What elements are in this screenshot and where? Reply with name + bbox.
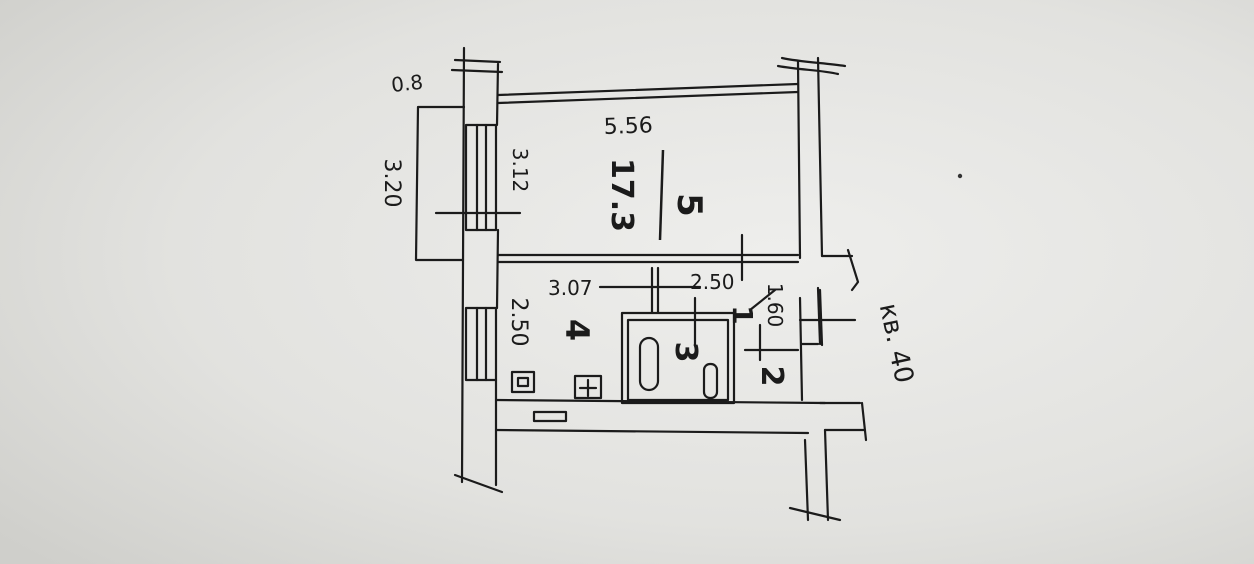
label-room-window-dim: 3.12 — [508, 148, 532, 193]
kitchen-bottom-wall — [494, 398, 827, 435]
window-kitchen — [464, 306, 498, 382]
hall-ticks — [743, 288, 800, 362]
room-top-wall — [496, 82, 800, 105]
ink-dot — [957, 173, 963, 179]
right-exterior-wall — [776, 56, 868, 522]
label-room-number: 5 — [669, 193, 709, 217]
label-window-offset: 0.8 — [390, 70, 424, 97]
label-wc-number: 2 — [754, 366, 789, 387]
balcony-outline — [414, 105, 466, 262]
kitchen-bath-partition — [598, 266, 702, 314]
label-kitchen-number: 4 — [558, 319, 596, 341]
room-kitchen-partition — [496, 233, 800, 282]
label-hall-length: 2.50 — [690, 270, 735, 294]
label-room-width: 5.56 — [603, 113, 653, 140]
window-room — [434, 123, 522, 232]
label-outer-window-dim: 3.20 — [379, 159, 404, 208]
label-bath-number: 3 — [668, 342, 703, 363]
area-fraction-bar — [658, 149, 665, 241]
radiator — [532, 410, 568, 423]
stove — [510, 370, 536, 394]
label-hall-number: 1 — [726, 305, 759, 324]
label-room-area: 17.3 — [604, 158, 639, 232]
bathroom-block — [620, 296, 736, 405]
label-kitchen-width: 3.07 — [548, 276, 593, 300]
label-hall-width: 1.60 — [763, 283, 787, 328]
entrance-door — [798, 248, 860, 347]
label-kitchen-depth: 2.50 — [506, 298, 531, 347]
sink — [573, 374, 603, 400]
left-exterior-wall — [450, 46, 504, 494]
